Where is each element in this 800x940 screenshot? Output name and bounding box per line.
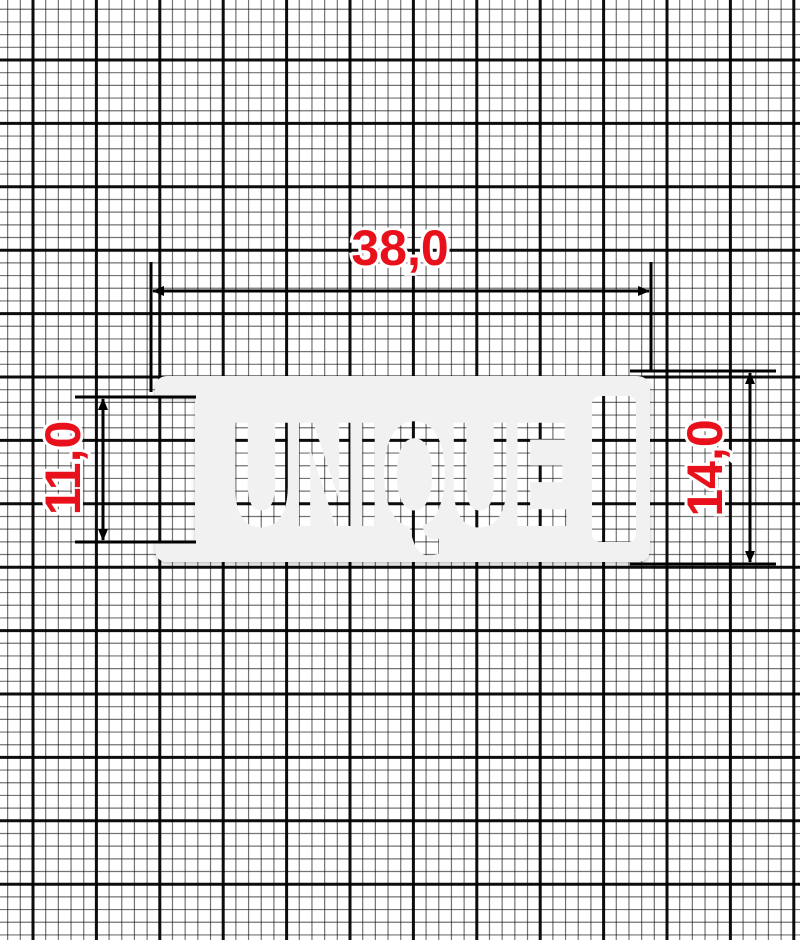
width-label: 38,0 xyxy=(351,220,448,276)
plastic-buckle-part xyxy=(155,376,650,562)
outer-height-label: 14,0 xyxy=(677,419,733,516)
inner-height-label: 11,0 xyxy=(35,421,91,516)
